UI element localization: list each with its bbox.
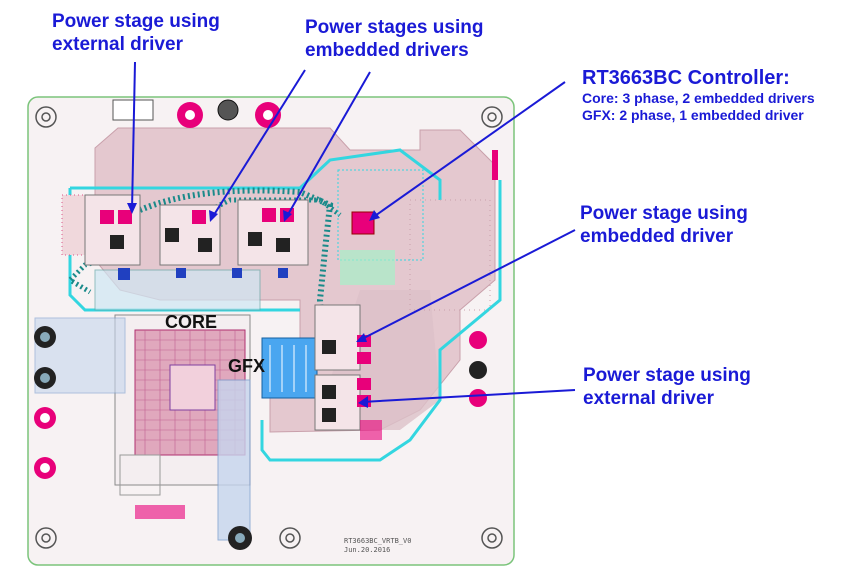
gfx-block (261, 337, 318, 399)
region-core: CORE (165, 312, 218, 332)
callout-line: external driver (52, 34, 183, 56)
controller-chip (351, 211, 375, 235)
controller-core: Core: 3 phase, 2 embedded drivers (582, 90, 815, 107)
controller-gfx: GFX: 2 phase, 1 embedded driver (582, 107, 804, 124)
callout-line: embedded driver (580, 226, 734, 248)
callout-line: embedded drivers (305, 40, 469, 62)
mounting-hole-center (263, 110, 273, 120)
corner-holes (35, 106, 503, 549)
blue-strip (217, 379, 251, 541)
silk-date: Jun.20.2016 (344, 546, 391, 554)
left-connectors (34, 326, 252, 550)
arrow-heads (127, 203, 380, 408)
gfx-inner (169, 364, 216, 411)
stipple-field-right (409, 199, 491, 311)
cyan-trace-outline-right (260, 180, 502, 462)
callout-arrows (131, 61, 576, 403)
cyan-trace-outline (70, 148, 442, 200)
right-connectors (469, 150, 498, 407)
silk-box (119, 454, 161, 496)
callout-controller: RT3663BC Controller: Core: 3 phase, 2 em… (582, 66, 815, 125)
power-stage-right-2 (314, 374, 382, 440)
callout-line: Power stage using (580, 203, 748, 224)
callout-line: Power stages using (305, 17, 484, 38)
callout-ext-driver-top: Power stage using external driver (52, 10, 220, 56)
callout-embedded-right: Power stage using embedded driver (580, 202, 748, 248)
controller-title: RT3663BC Controller: (582, 67, 790, 89)
callout-embedded-top: Power stages using embedded drivers (305, 16, 483, 62)
region-gfx: GFX (228, 356, 266, 376)
callout-line: Power stage using (52, 11, 220, 32)
mounting-hole (217, 99, 239, 121)
callout-ext-driver-right: Power stage using external driver (583, 364, 751, 410)
power-stage-right-1 (314, 304, 371, 371)
bottom-pads (135, 505, 185, 519)
callout-line: external driver (583, 388, 714, 410)
controller-parts (340, 250, 395, 285)
callout-line: Power stage using (583, 365, 751, 386)
silk-board-name: RT3663BC_VRTB_V0 (344, 537, 412, 545)
gfx-block-lines (269, 345, 307, 392)
mounting-hole-center (185, 110, 195, 120)
